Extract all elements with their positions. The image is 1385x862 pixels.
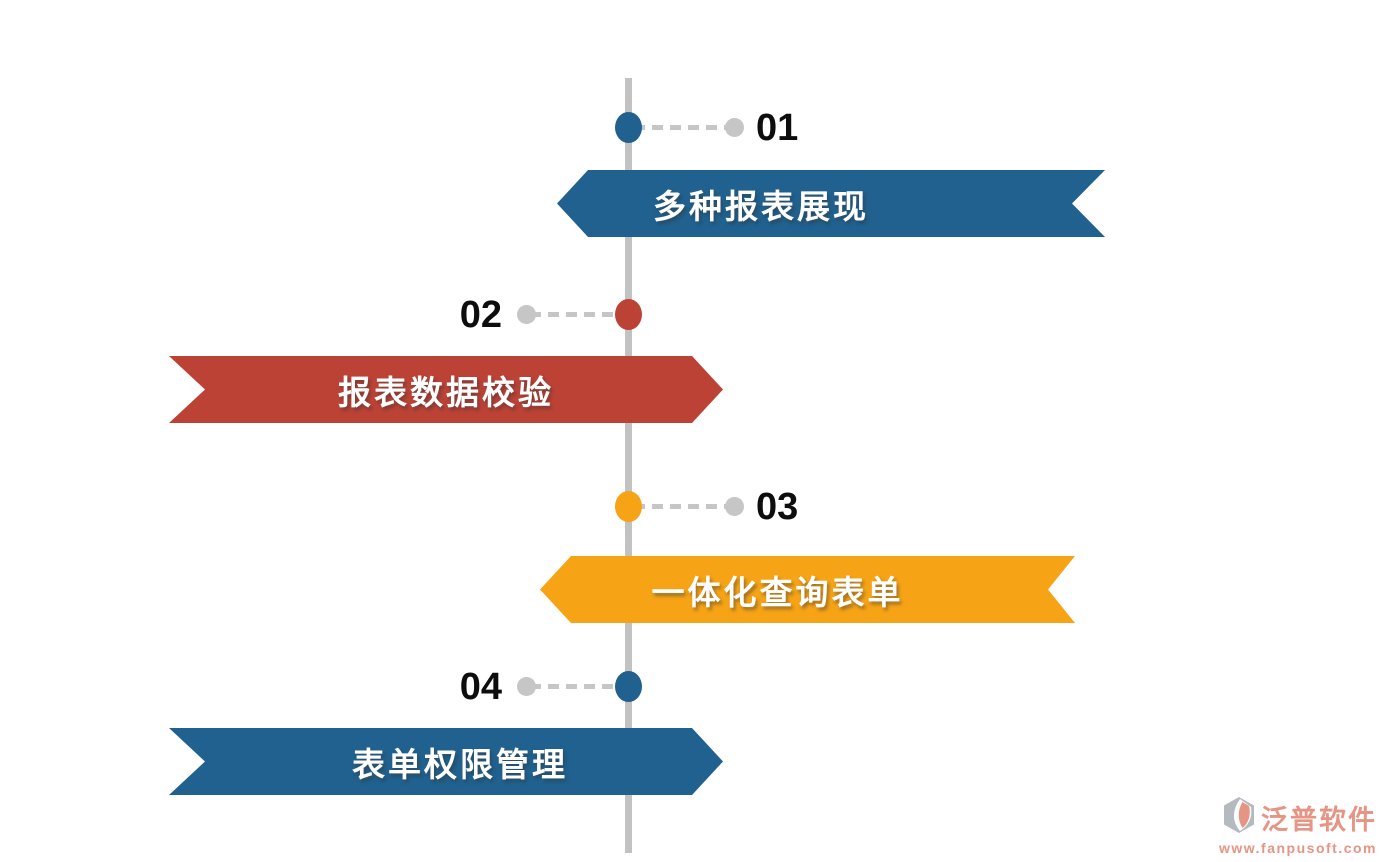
watermark: 泛普软件 www.fanpusoft.com [1219, 796, 1377, 856]
step-number-4: 04 [459, 666, 502, 708]
brand-url: www.fanpusoft.com [1219, 840, 1377, 856]
marker-dot-1 [725, 118, 744, 137]
brand-name: 泛普软件 [1261, 805, 1377, 835]
banner-step-2: 报表数据校验 [169, 356, 723, 423]
banner-step-3: 一体化查询表单 [540, 556, 1075, 623]
banner-step-4: 表单权限管理 [169, 728, 723, 795]
marker-dot-4 [517, 677, 536, 696]
marker-dot-2 [517, 305, 536, 324]
timeline-axis [625, 78, 632, 853]
banner-label-2: 报表数据校验 [338, 373, 554, 411]
step-number-2: 02 [459, 294, 502, 336]
milestone-dot-1 [615, 112, 642, 143]
connector-step-3 [634, 504, 729, 509]
marker-dot-3 [725, 497, 744, 516]
step-number-1: 01 [756, 107, 799, 149]
banner-step-1: 多种报表展现 [557, 170, 1105, 237]
brand-logo-icon [1222, 796, 1256, 839]
banner-label-3: 一体化查询表单 [651, 573, 904, 611]
connector-step-2 [530, 312, 622, 317]
milestone-dot-2 [615, 299, 642, 330]
milestone-dot-3 [615, 491, 642, 522]
banner-label-1: 多种报表展现 [653, 187, 869, 225]
connector-step-1 [634, 125, 729, 130]
banner-label-4: 表单权限管理 [352, 745, 568, 783]
step-number-3: 03 [756, 486, 799, 528]
milestone-dot-4 [615, 671, 642, 702]
connector-step-4 [530, 684, 622, 689]
